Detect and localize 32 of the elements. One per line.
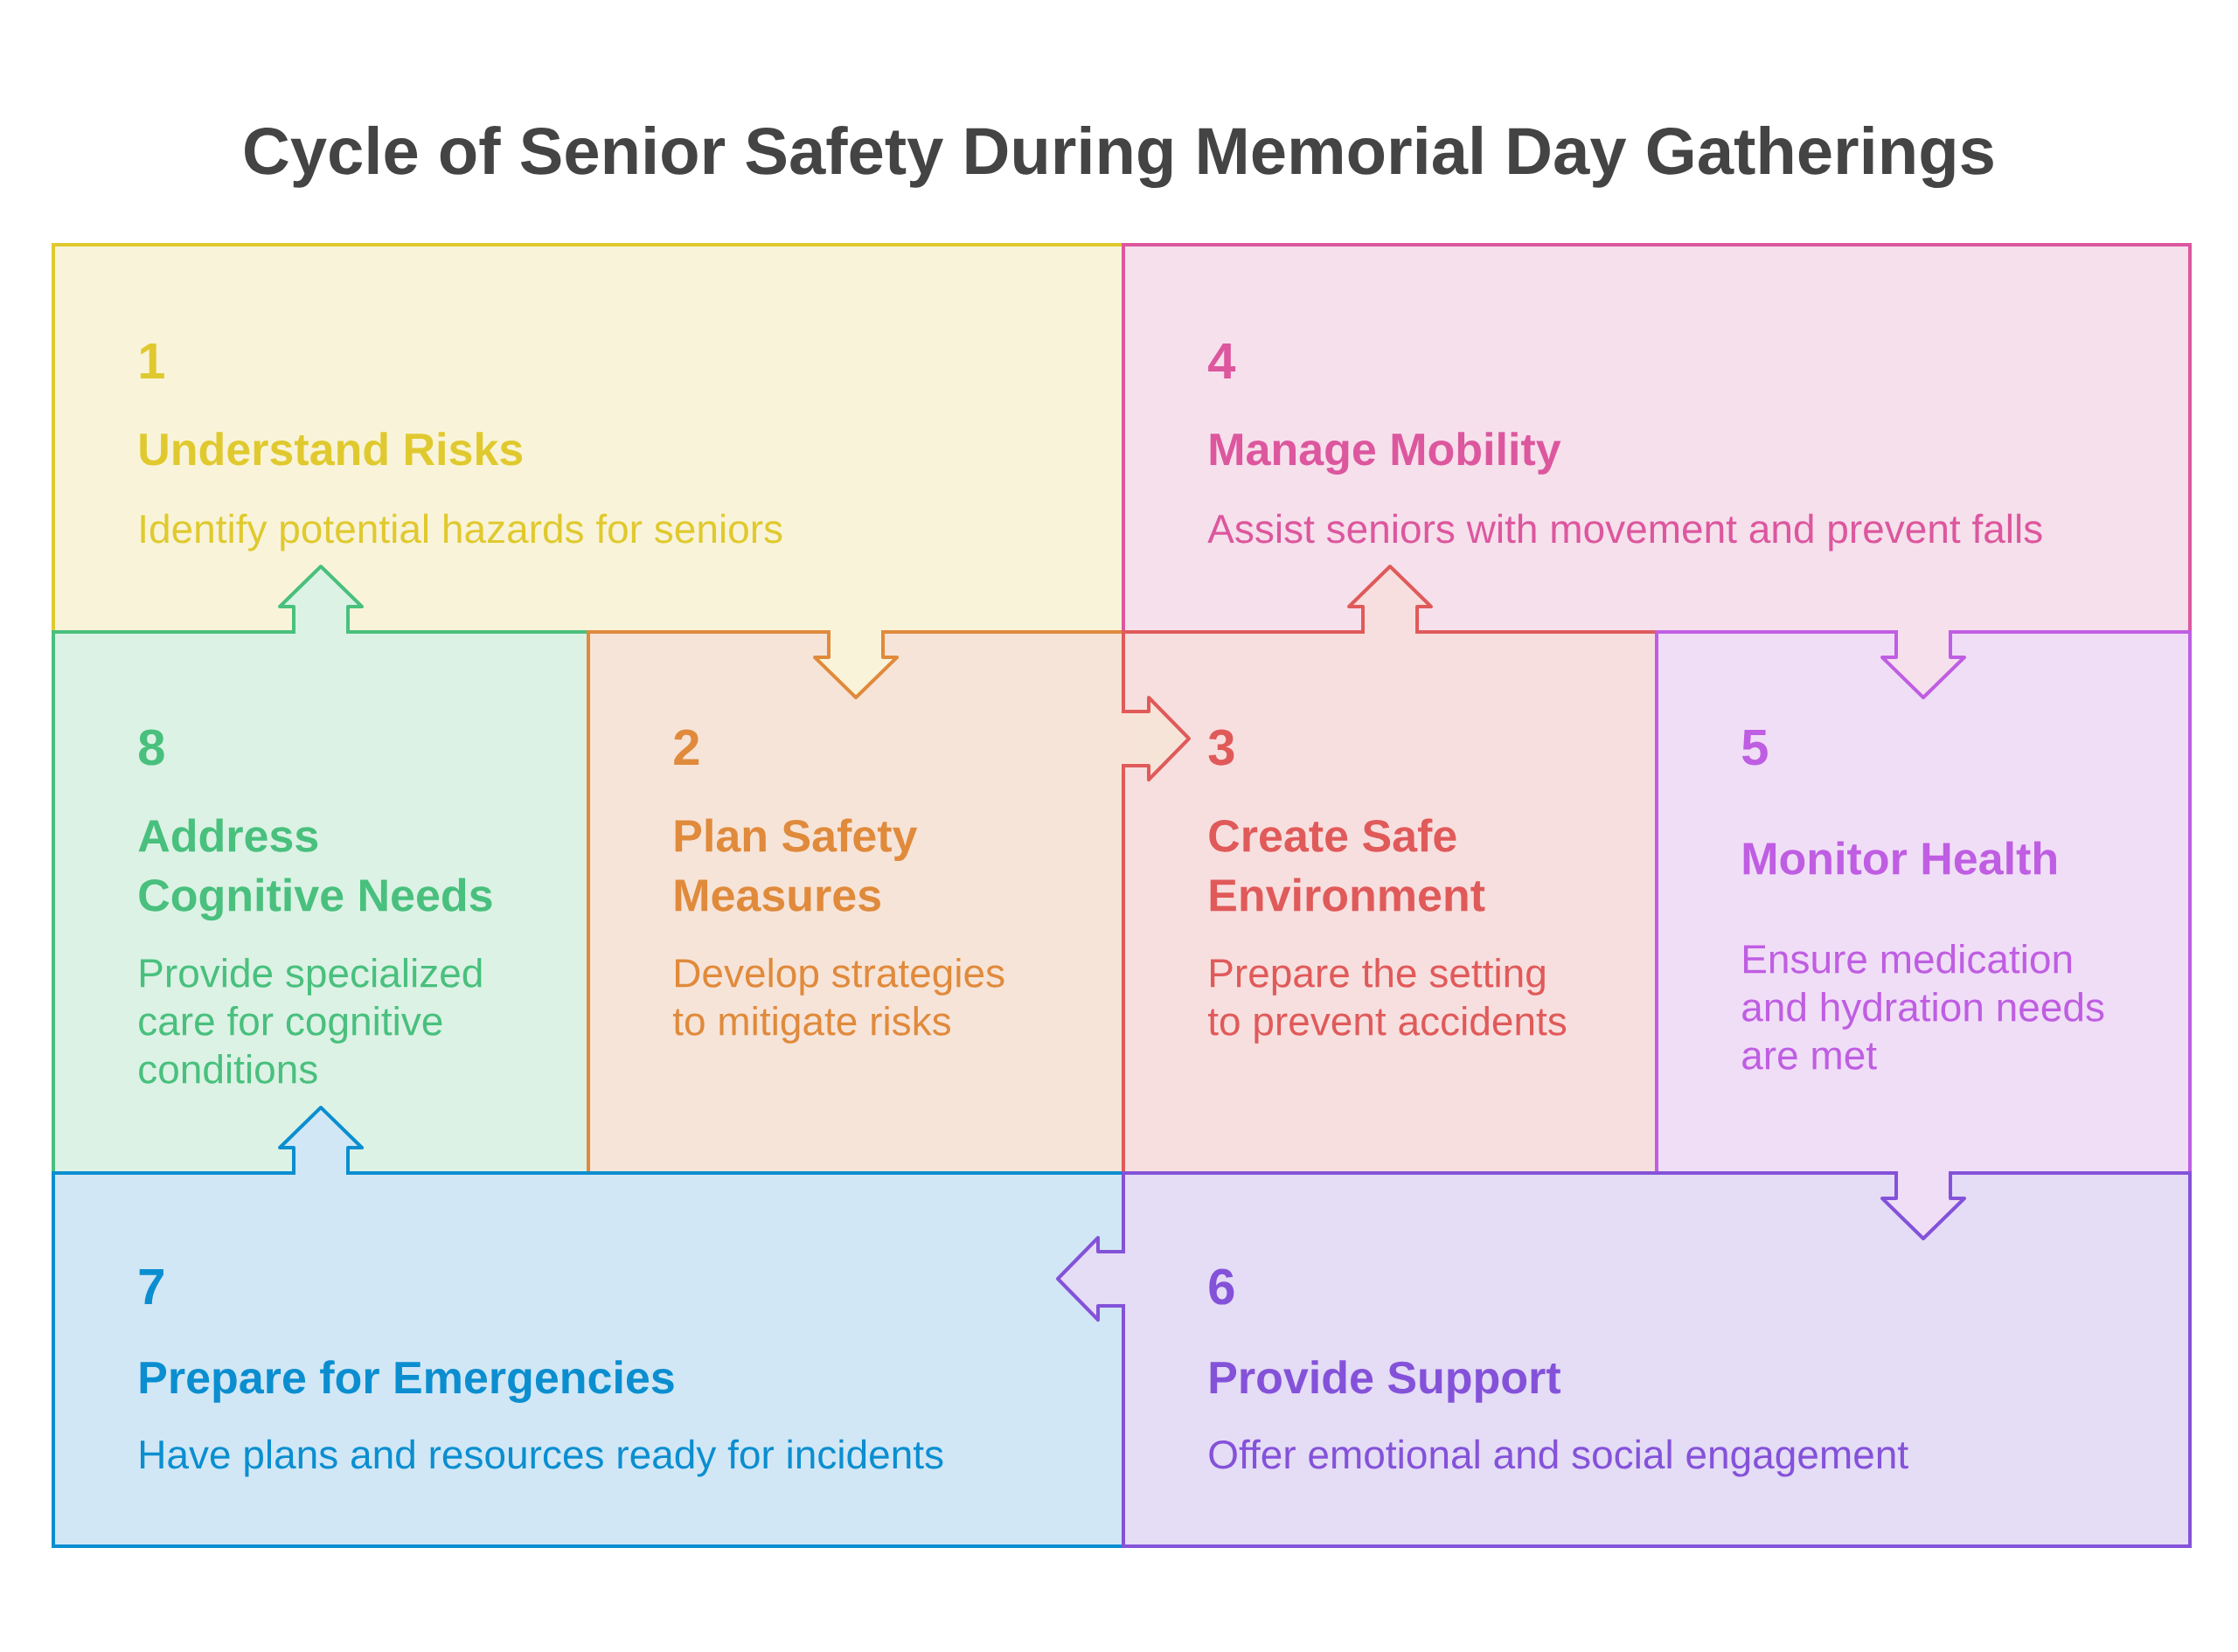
step-description: Develop strategies to mitigate risks: [672, 957, 1004, 1044]
step-number: 7: [139, 1269, 163, 1304]
step-heading: Create Safe Environment: [1209, 818, 1485, 912]
step-heading: Monitor Health: [1743, 841, 2056, 875]
step-description: Assist seniors with movement and prevent falls: [1207, 513, 2042, 552]
step-number: 2: [674, 729, 699, 765]
step-heading: Prepare for Emergencies: [140, 1360, 674, 1404]
step-number: 3: [1208, 729, 1234, 766]
step-description: Have plans and resources ready for incidents: [141, 1439, 943, 1477]
arrow: [278, 1106, 364, 1177]
step-description: Offer emotional and social engagement: [1209, 1439, 1908, 1477]
step-number: 8: [139, 729, 164, 766]
arrow: [1347, 565, 1433, 635]
step-heading: Manage Mobility: [1210, 432, 1561, 475]
step-number: 5: [1742, 730, 1768, 766]
arrow: [1120, 696, 1191, 781]
arrow: [278, 565, 364, 635]
step-number: 6: [1209, 1268, 1234, 1305]
arrow: [1880, 628, 1966, 699]
step-description: Ensure medication and hydration needs are met: [1742, 943, 2104, 1070]
step-description: Provide specialized care for cognitive conditions: [139, 957, 482, 1084]
step-number: 4: [1208, 344, 1236, 378]
step-description: Identify potential hazards for seniors: [141, 513, 782, 552]
arrow: [1056, 1236, 1127, 1322]
step-heading: Provide Support: [1210, 1360, 1561, 1403]
title: Cycle of Senior Safety During Memorial Day Gatherings: [245, 125, 1993, 189]
step-heading: Understand Risks: [140, 432, 523, 466]
step-number: 1: [140, 344, 164, 378]
step-heading: Plan Safety Measures: [675, 818, 918, 912]
step-heading: Address Cognitive Needs: [138, 818, 492, 921]
step-description: Prepare the setting to prevent accidents: [1207, 957, 1567, 1044]
arrow: [1880, 1170, 1966, 1240]
